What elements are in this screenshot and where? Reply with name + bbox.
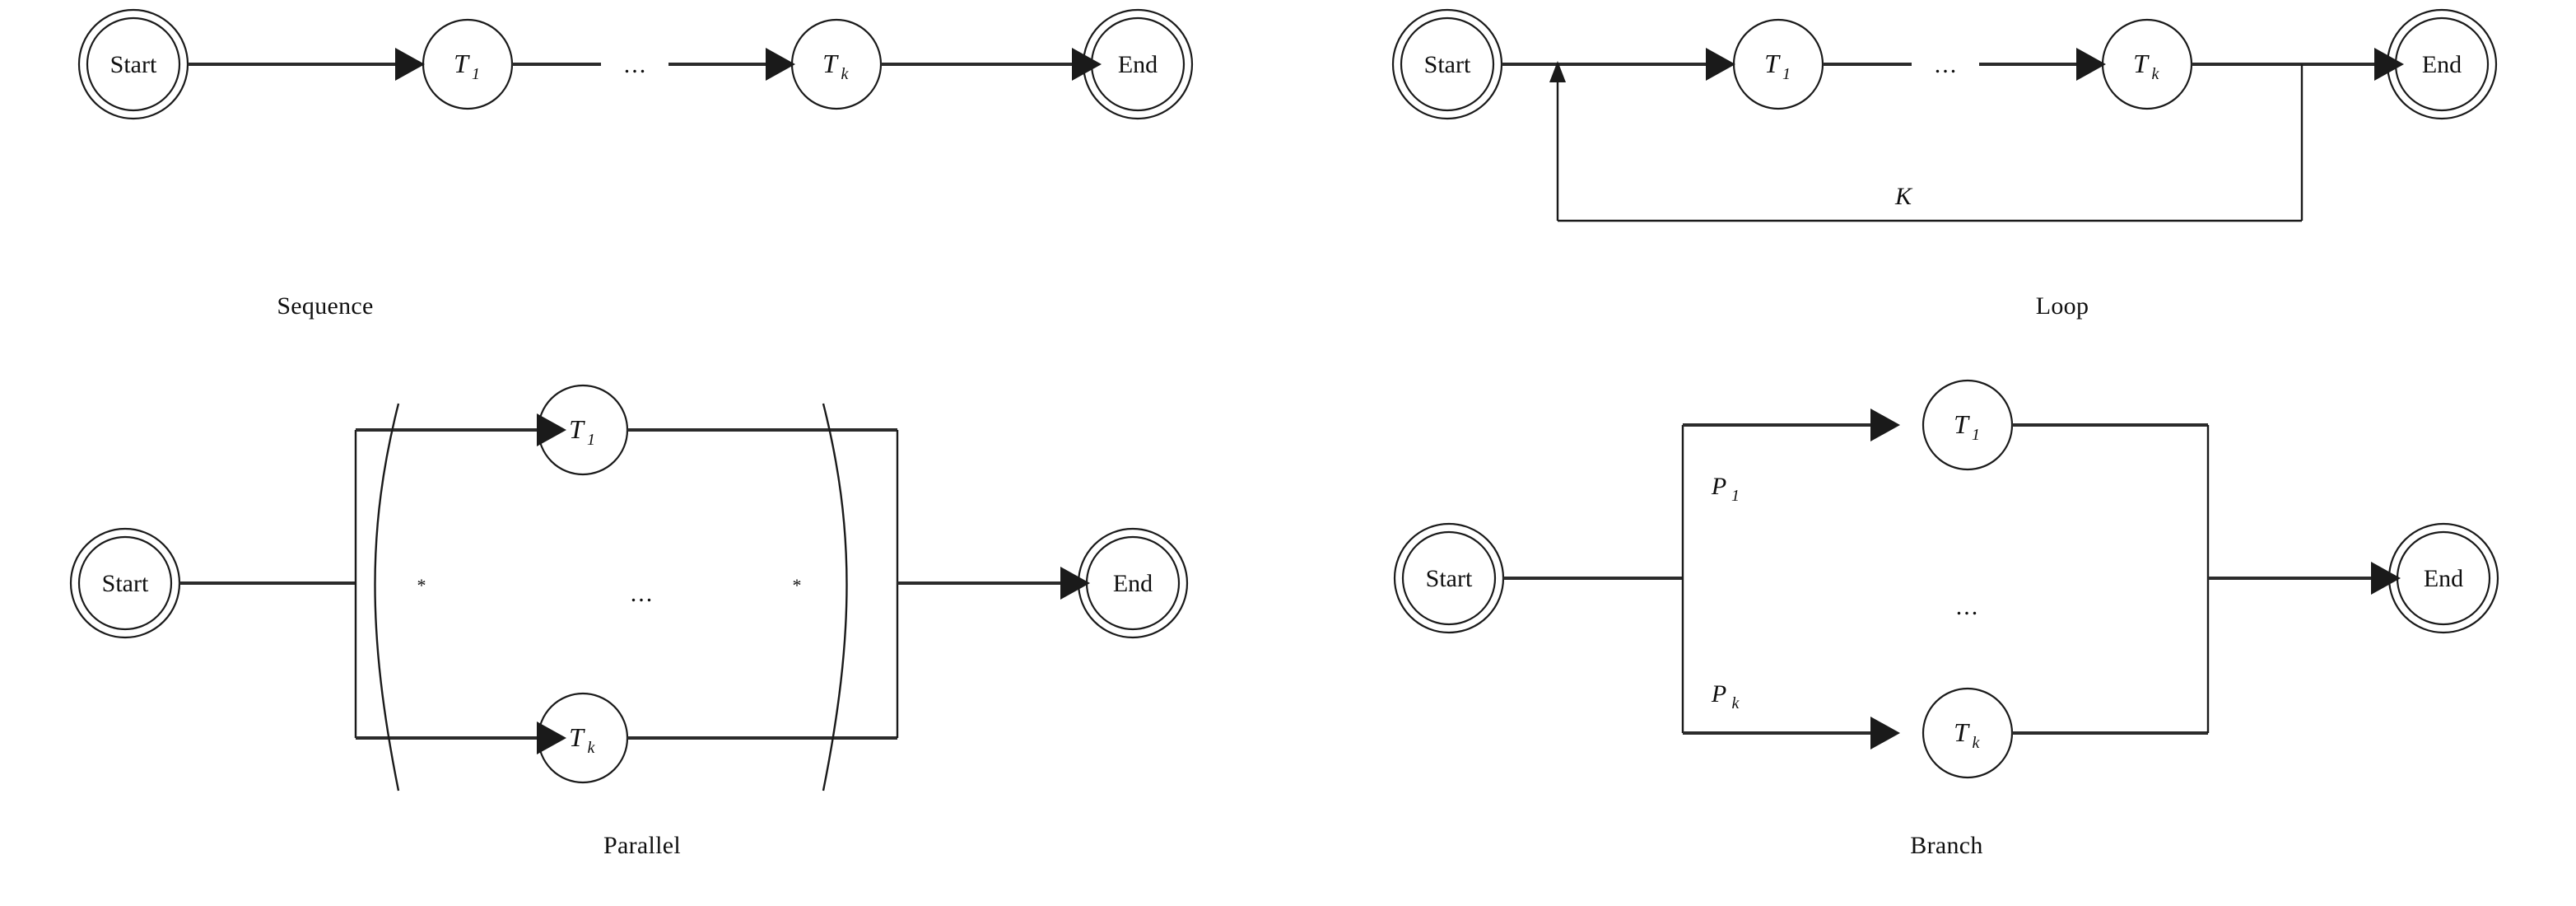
sequence-task-last-label: T bbox=[822, 49, 839, 78]
sequence-task-first-subscript: 1 bbox=[472, 65, 480, 83]
branch-task-first-label: T bbox=[1954, 409, 1970, 439]
parallel-ellipsis: ... bbox=[631, 580, 654, 607]
loop-task-first-label: T bbox=[1764, 49, 1781, 78]
loop-iteration-label: K bbox=[1894, 183, 1913, 210]
sequence-task-first-label: T bbox=[454, 49, 470, 78]
sequence-task-last-node: T k bbox=[790, 18, 883, 110]
caption-branch: Branch bbox=[1910, 832, 1983, 859]
branch-end-label: End bbox=[2424, 565, 2463, 592]
parallel-split-gateway-brace bbox=[374, 403, 400, 792]
parallel-task-first-subscript: 1 bbox=[587, 431, 595, 449]
parallel-join-gateway-marker: * bbox=[793, 575, 802, 595]
loop-task-last-node: T k bbox=[2101, 18, 2193, 110]
sequence-task-last-subscript: k bbox=[841, 65, 850, 83]
branch-start-label: Start bbox=[1426, 565, 1473, 592]
panel-branch: Start P 1 P k T 1 bbox=[1317, 362, 2576, 873]
branch-task-first-node: T 1 bbox=[1922, 379, 2014, 471]
branch-task-last-node: T k bbox=[1922, 687, 2014, 779]
loop-end-label: End bbox=[2422, 51, 2462, 78]
sequence-task-first-node: T 1 bbox=[422, 18, 514, 110]
branch-start-node: Start bbox=[1393, 522, 1505, 634]
branch-task-last-label: T bbox=[1954, 717, 1970, 747]
sequence-end-node: End bbox=[1082, 8, 1194, 120]
panel-parallel: Start * T 1 T k bbox=[0, 362, 1284, 873]
branch-task-last-subscript: k bbox=[1973, 734, 1981, 752]
panel-sequence: Start T 1 ... T k bbox=[0, 0, 1284, 329]
sequence-start-node: Start bbox=[77, 8, 189, 120]
loop-start-label: Start bbox=[1424, 51, 1471, 78]
branch-task-first-subscript: 1 bbox=[1972, 426, 1980, 444]
parallel-split-gateway-marker: * bbox=[417, 575, 426, 595]
branch-ellipsis: ... bbox=[1956, 593, 1980, 620]
branch-probability-last: P k bbox=[1711, 680, 1740, 712]
panel-loop: Start T 1 ... T k bbox=[1317, 0, 2576, 329]
parallel-task-last-label: T bbox=[569, 722, 585, 752]
branch-probability-first-subscript: 1 bbox=[1731, 487, 1740, 505]
parallel-join-gateway-brace bbox=[822, 403, 848, 792]
branch-probability-last-label: P bbox=[1711, 680, 1726, 708]
loop-feedback-arrowhead-icon bbox=[1549, 61, 1566, 82]
caption-parallel: Parallel bbox=[603, 832, 682, 859]
sequence-ellipsis: ... bbox=[624, 51, 648, 78]
loop-task-last-label: T bbox=[2133, 49, 2150, 78]
loop-task-last-subscript: k bbox=[2152, 65, 2160, 83]
parallel-task-last-node: T k bbox=[537, 692, 629, 784]
loop-task-first-node: T 1 bbox=[1732, 18, 1824, 110]
parallel-task-last-subscript: k bbox=[588, 739, 596, 757]
sequence-start-label: Start bbox=[110, 51, 157, 78]
sequence-end-label: End bbox=[1118, 51, 1158, 78]
parallel-end-node: End bbox=[1077, 527, 1189, 639]
parallel-start-label: Start bbox=[102, 570, 149, 597]
parallel-end-label: End bbox=[1113, 570, 1153, 597]
branch-probability-last-subscript: k bbox=[1732, 694, 1740, 712]
caption-loop: Loop bbox=[2035, 292, 2089, 320]
branch-probability-first-label: P bbox=[1711, 473, 1726, 500]
parallel-start-node: Start bbox=[69, 527, 181, 639]
loop-start-node: Start bbox=[1391, 8, 1503, 120]
parallel-task-first-node: T 1 bbox=[537, 384, 629, 476]
branch-probability-first: P 1 bbox=[1711, 473, 1740, 505]
loop-task-first-subscript: 1 bbox=[1782, 65, 1791, 83]
loop-ellipsis: ... bbox=[1935, 51, 1959, 78]
loop-end-node: End bbox=[2386, 8, 2498, 120]
branch-end-node: End bbox=[2387, 522, 2499, 634]
parallel-task-first-label: T bbox=[569, 414, 585, 444]
caption-sequence: Sequence bbox=[277, 292, 374, 320]
